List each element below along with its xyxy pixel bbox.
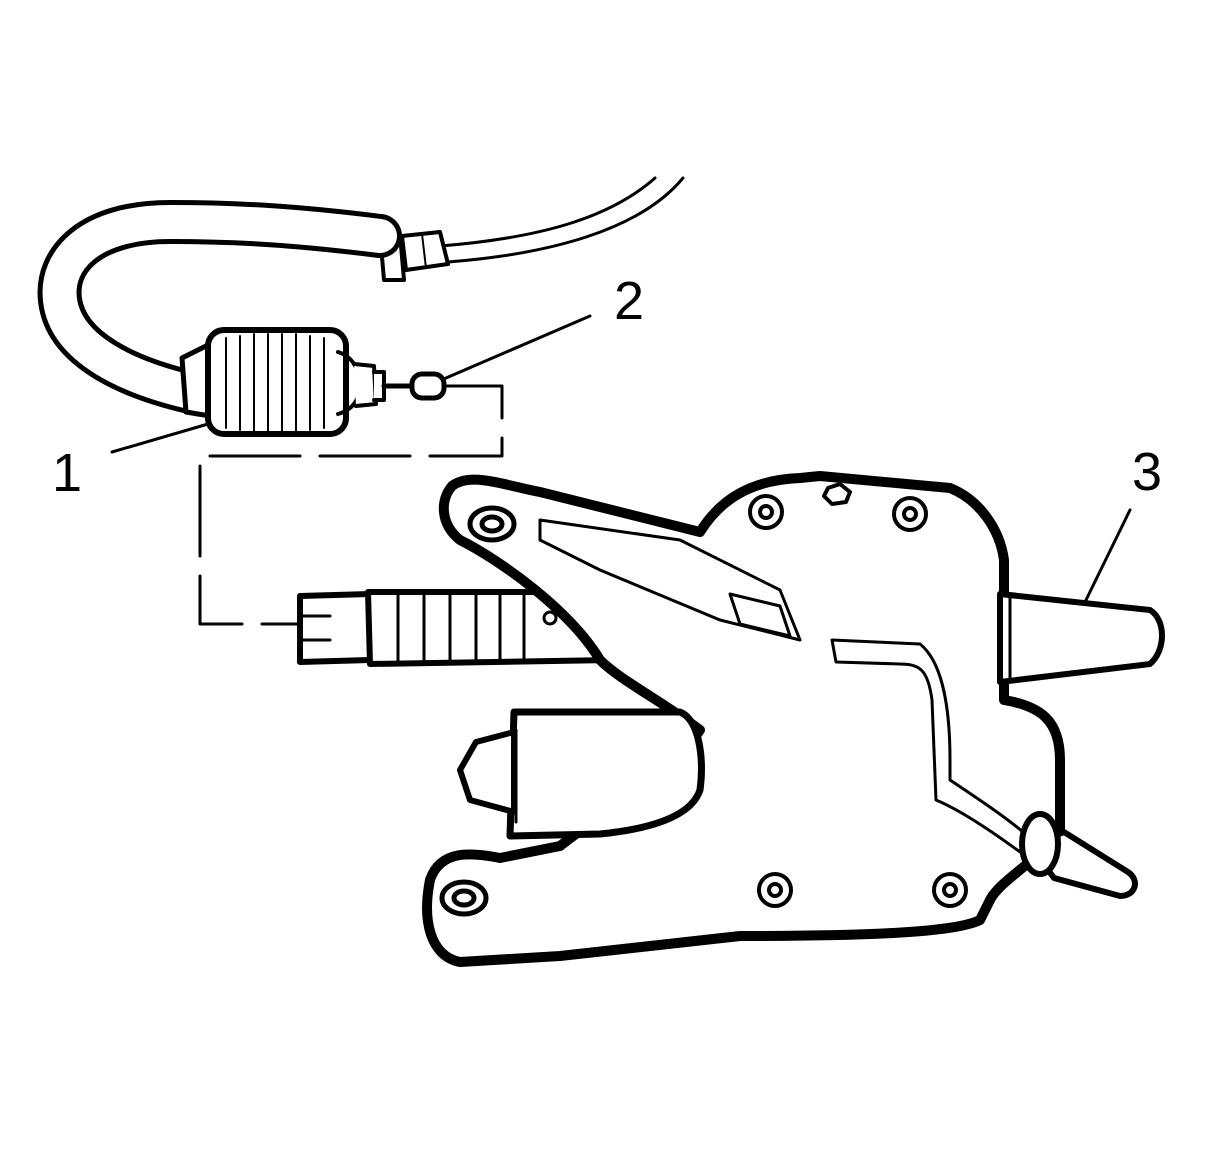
mounting-eyes bbox=[439, 505, 517, 917]
callout-2-label: 2 bbox=[614, 271, 645, 331]
cable-end-fitting bbox=[381, 371, 447, 401]
callout-3-label: 3 bbox=[1132, 442, 1163, 502]
cable-end-connector bbox=[179, 327, 386, 437]
mounting-bolts bbox=[748, 482, 968, 908]
leader-lines bbox=[110, 314, 1132, 602]
actuator-housing bbox=[422, 471, 1065, 967]
actuator-motor bbox=[457, 708, 705, 840]
parking-brake-actuator bbox=[297, 471, 1165, 967]
connection-path bbox=[198, 384, 504, 626]
callout-1-label: 1 bbox=[52, 443, 83, 503]
brake-cable-far-end bbox=[438, 176, 685, 264]
cable-conduit bbox=[37, 200, 402, 414]
